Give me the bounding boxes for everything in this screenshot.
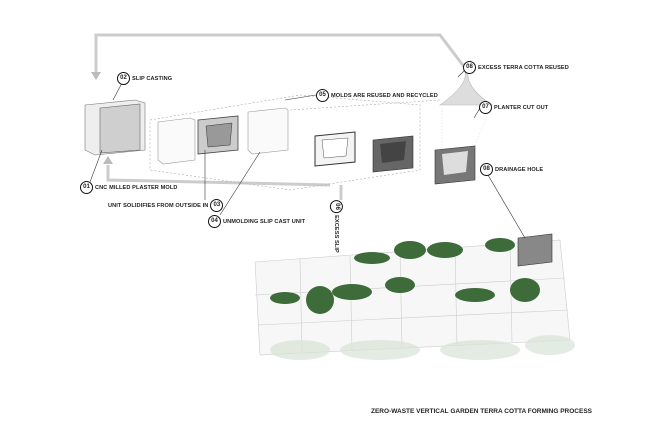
mold-half <box>157 117 196 165</box>
mold-outline <box>149 94 441 191</box>
flow-arrows <box>94 33 467 200</box>
drainage-unit <box>517 233 553 267</box>
plants <box>270 238 540 314</box>
plant-reflection <box>270 335 575 360</box>
diagram-title: ZERO-WASTE VERTICAL GARDEN TERRA COTTA F… <box>371 408 593 415</box>
step-06-label: 06EXCESS SLIP <box>329 200 343 253</box>
mold-half <box>247 107 289 155</box>
terra-cotta-scrap <box>439 71 494 106</box>
plaster-mold <box>84 99 146 156</box>
leader-lines <box>89 69 526 239</box>
